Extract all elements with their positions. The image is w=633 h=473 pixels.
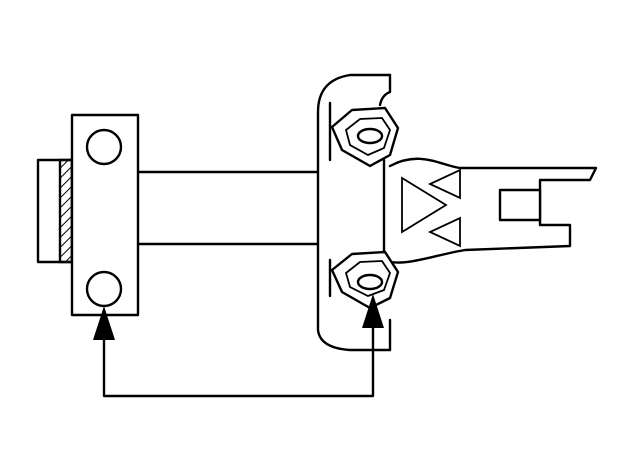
slot-tab xyxy=(498,188,542,222)
tie-bar xyxy=(136,170,320,246)
bolt-boss-upper xyxy=(330,106,400,168)
triangle-mark-lower xyxy=(427,216,461,248)
mount-bracket xyxy=(316,73,392,352)
triangle-mark-upper xyxy=(427,168,461,200)
plate-hole-lower xyxy=(85,270,123,308)
triangle-mark-left xyxy=(401,176,448,234)
arrowhead-right xyxy=(362,294,384,328)
hatched-pad xyxy=(58,158,74,264)
bolt-hole-upper xyxy=(356,127,384,145)
frame-rail xyxy=(388,157,598,264)
arrow-connector xyxy=(93,294,384,398)
bracket-plate xyxy=(36,113,140,317)
bolt-hole-lower xyxy=(356,273,384,291)
plate-hole-upper xyxy=(85,128,123,166)
bolt-boss-lower xyxy=(330,250,400,310)
arrowhead-left xyxy=(93,306,115,340)
